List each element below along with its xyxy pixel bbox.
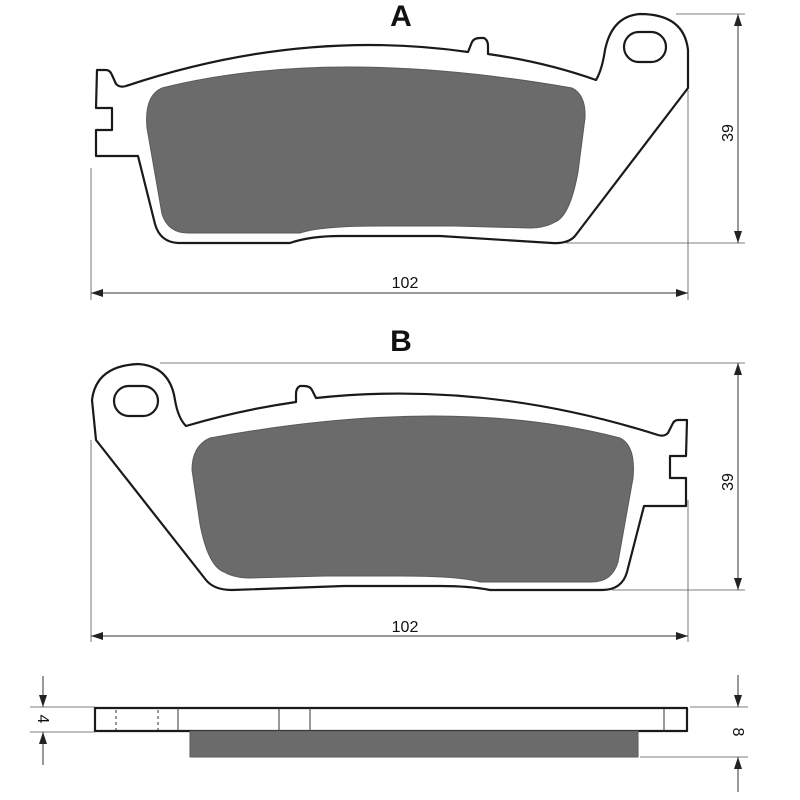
thickness-8-label: 8: [729, 728, 746, 737]
pad-b-width-arrow-left: [91, 632, 103, 640]
thickness-8-arrow-bottom: [734, 757, 742, 769]
pad-b-height-label: 39: [720, 473, 737, 491]
pad-b-height-arrow-top: [734, 363, 742, 375]
pad-a-width-arrow-left: [91, 289, 103, 297]
pad-a-height-label: 39: [720, 124, 737, 142]
pad-a-width-label: 102: [392, 275, 419, 292]
pad-a-friction-material: [146, 66, 586, 234]
pad-b-friction-material: [191, 415, 634, 583]
pad-a-label: A: [390, 0, 412, 33]
pad-b-label: B: [390, 325, 412, 358]
pad-a-mounting-hole: [622, 30, 668, 64]
side-view-backing-plate: [93, 706, 689, 733]
pad-b-height-arrow-bottom: [734, 578, 742, 590]
pad-b-mounting-hole: [112, 384, 160, 418]
thickness-8-arrow-top: [734, 695, 742, 707]
thickness-4-label: 4: [34, 715, 51, 724]
pad-b-width-label: 102: [392, 619, 419, 636]
thickness-4-arrow-bottom: [39, 732, 47, 744]
pad-a-height-arrow-bottom: [734, 231, 742, 243]
side-view-friction-material: [189, 730, 639, 758]
thickness-4-arrow-top: [39, 695, 47, 707]
pad-a-width-arrow-right: [676, 289, 688, 297]
pad-a-height-arrow-top: [734, 14, 742, 26]
pad-b-width-arrow-right: [676, 632, 688, 640]
